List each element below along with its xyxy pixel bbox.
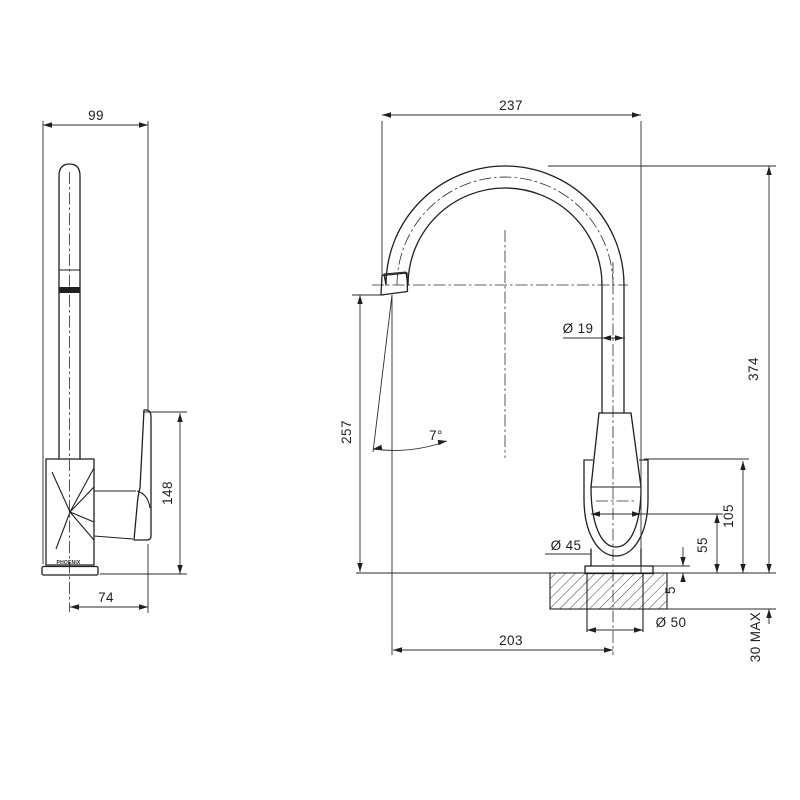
side-base-flange <box>41 565 99 576</box>
dim-body-diameter-value: Ø 45 <box>551 538 582 553</box>
dim-spout-diameter-value: Ø 19 <box>563 321 594 336</box>
dim-benchtop-thickness: 30 MAX <box>748 609 772 662</box>
handle-bowl-inner <box>590 486 642 548</box>
arch-arc-centerline <box>396 176 614 286</box>
dim-spout-angle: 7° <box>372 294 448 655</box>
side-spout-tube <box>58 163 81 460</box>
dim-body-height-value: 148 <box>160 481 175 505</box>
dim-body-top-height-value: 105 <box>721 504 736 528</box>
dim-spout-angle-value: 7° <box>429 428 443 443</box>
dim-body-diameter: Ø 45 <box>545 511 723 555</box>
dim-spout-reach-value: 237 <box>499 98 523 113</box>
dim-body-height: 148 <box>100 411 187 575</box>
dim-body-top-height: 105 <box>644 458 749 573</box>
dim-spout-diameter: Ø 19 <box>563 321 625 341</box>
dim-hole-diameter: Ø 50 <box>587 615 686 633</box>
dim-hole-diameter-value: Ø 50 <box>656 615 687 630</box>
dim-outlet-height-value: 257 <box>339 420 354 444</box>
benchtop-section <box>356 572 776 632</box>
dim-outlet-to-center: 203 <box>393 633 613 653</box>
side-view: PHOENIX 99 148 74 <box>41 108 187 613</box>
front-view: 237 Ø 19 257 7° <box>339 98 776 662</box>
dim-handle-bottom-height: 55 <box>695 514 720 573</box>
dim-overall-depth-value: 99 <box>88 108 104 123</box>
aerator-outlet <box>380 272 409 296</box>
side-oring-band <box>59 287 80 293</box>
handle-bowl-outer <box>583 498 649 557</box>
dim-handle-bottom-height-value: 55 <box>695 537 710 553</box>
dim-handle-offset: 74 <box>70 544 149 613</box>
dim-base-plate-height: 5 <box>652 547 690 594</box>
dim-outlet-to-center-value: 203 <box>499 633 523 648</box>
dim-base-plate-height-value: 5 <box>663 586 678 594</box>
dim-outlet-height: 257 <box>339 294 384 572</box>
base-plate <box>584 565 654 575</box>
gooseneck-spout <box>380 165 625 414</box>
dim-benchtop-thickness-value: 30 MAX <box>748 612 763 662</box>
dim-handle-offset-value: 74 <box>98 590 114 605</box>
side-body-facet-lines <box>51 467 95 550</box>
side-handle-lever <box>93 409 152 541</box>
brand-label: PHOENIX <box>57 560 81 566</box>
mixer-body-front <box>583 412 654 575</box>
dim-spout-reach: 237 <box>381 98 642 573</box>
dim-overall-height: 374 <box>548 165 776 573</box>
dim-overall-height-value: 374 <box>746 357 761 381</box>
side-mixer-body <box>45 458 95 566</box>
dim-overall-depth: 99 <box>42 108 149 564</box>
